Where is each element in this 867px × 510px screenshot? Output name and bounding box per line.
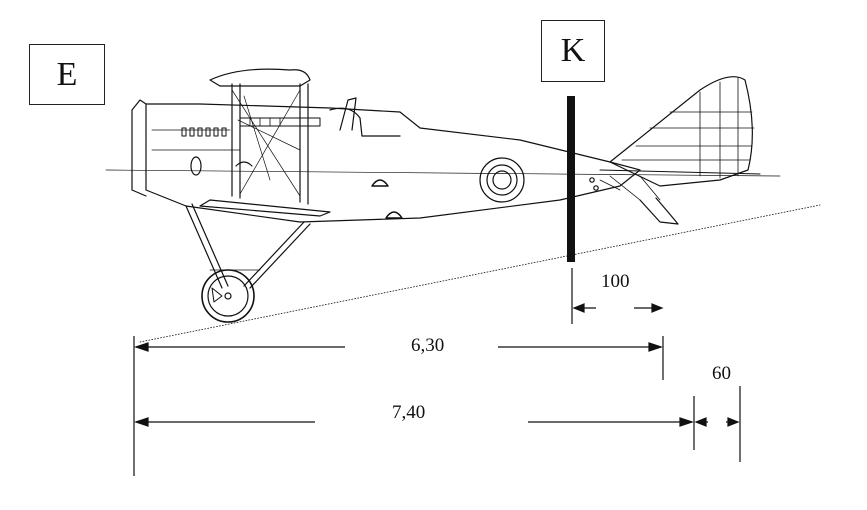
bracing-wires bbox=[231, 89, 301, 197]
gear-rear-leg bbox=[243, 221, 311, 289]
wing-strut-rear bbox=[299, 83, 309, 205]
label-k: K bbox=[560, 32, 586, 69]
tail-fitting bbox=[589, 177, 595, 183]
engine-cowl bbox=[131, 99, 147, 197]
roundel-outer bbox=[479, 157, 525, 203]
exhaust-slots bbox=[181, 127, 227, 137]
cockpit-rim bbox=[329, 107, 401, 137]
dim-740-label: 7,40 bbox=[392, 402, 425, 423]
cowl-panel bbox=[151, 129, 241, 151]
label-e: E bbox=[56, 55, 78, 93]
tail-struts bbox=[599, 175, 661, 201]
tail-fin bbox=[609, 76, 753, 187]
dim-630-label: 6,30 bbox=[411, 335, 444, 356]
station-k-bar bbox=[567, 96, 575, 262]
cockpit-windscreen bbox=[339, 97, 357, 131]
machine-gun bbox=[239, 117, 321, 127]
rudder-grid bbox=[621, 77, 755, 179]
wheel-outer bbox=[201, 269, 255, 323]
upper-wing bbox=[209, 68, 311, 87]
wing-root-mark bbox=[235, 161, 253, 167]
wheel-valve bbox=[211, 287, 223, 303]
dim-60-label: 60 bbox=[712, 363, 731, 384]
hatch-upper bbox=[371, 179, 389, 187]
fuselage-outline bbox=[145, 103, 641, 223]
tail-fitting bbox=[593, 185, 599, 191]
label-k-box: K bbox=[541, 20, 605, 82]
fuselage-centerline bbox=[105, 169, 781, 177]
wheel-hub bbox=[224, 292, 232, 300]
roundel-inner bbox=[492, 170, 512, 190]
roundel-middle bbox=[486, 164, 518, 196]
wheel-inner bbox=[207, 275, 249, 317]
side-port bbox=[190, 156, 202, 176]
dim-100-label: 100 bbox=[601, 271, 630, 292]
tail-skid bbox=[639, 197, 679, 225]
gear-front-leg bbox=[185, 203, 229, 289]
tailplane bbox=[599, 169, 761, 175]
hatch-lower bbox=[385, 211, 403, 219]
label-e-box: E bbox=[29, 44, 105, 105]
lower-wing bbox=[199, 199, 331, 217]
